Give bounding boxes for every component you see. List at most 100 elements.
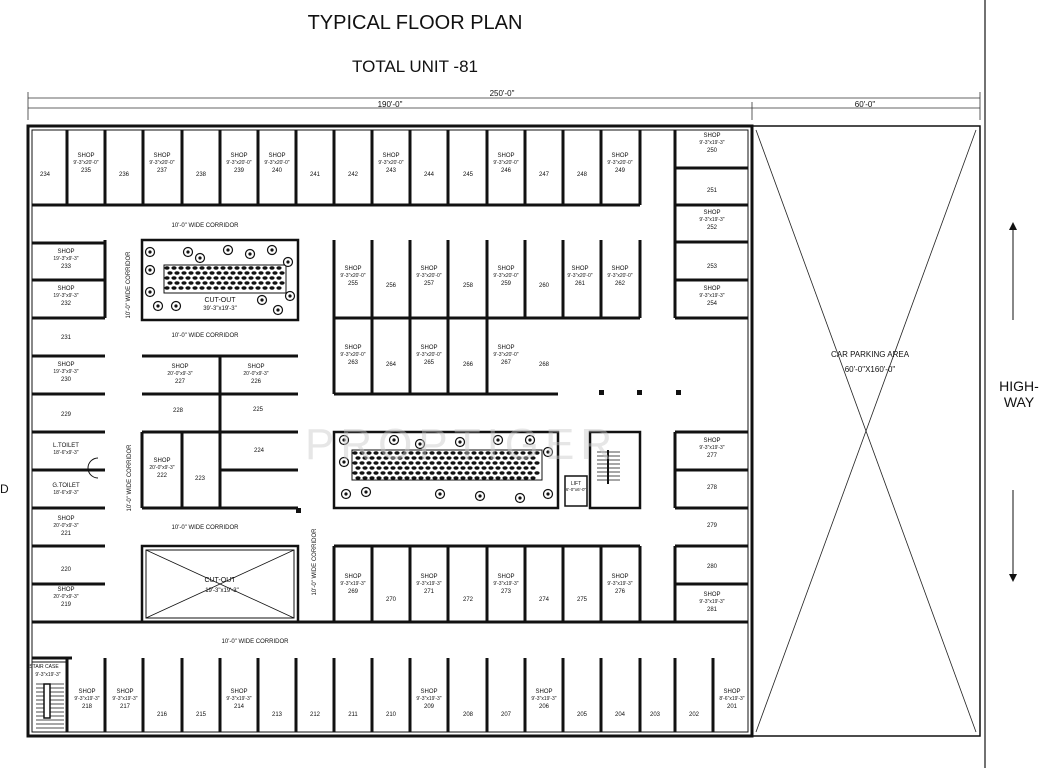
corridor-label: 10'-0" WIDE CORRIDOR [312, 528, 318, 596]
paving-stone [171, 266, 177, 270]
unit-number: 266 [463, 362, 474, 368]
unit-number: 273 [501, 589, 512, 595]
paving-stone [527, 461, 533, 465]
unit-type-label: SHOP [703, 438, 720, 444]
unit-204: 204 [615, 712, 626, 718]
shop-dividers [65, 130, 715, 732]
paving-stone [530, 466, 536, 470]
unit-number: 260 [539, 283, 550, 289]
paving-stone [376, 466, 382, 470]
corridor-label: 10'-0" WIDE CORRIDOR [172, 223, 240, 229]
paving-stone [383, 476, 389, 480]
unit-number: 272 [463, 597, 474, 603]
unit-size-label: 9'-3"x20'-0" [73, 160, 98, 166]
tree-trunk [528, 438, 532, 442]
paving-stone [192, 286, 198, 290]
unit-number: 214 [234, 704, 245, 710]
paving-stone [492, 451, 498, 455]
unit-number: 242 [348, 172, 359, 178]
paving-stone [181, 281, 187, 285]
paving-stone [181, 271, 187, 275]
tree-trunk [270, 248, 274, 252]
paving-stone [527, 451, 533, 455]
unit-size-label: 9'-3"x20'-0" [416, 352, 441, 358]
paving-stone [492, 461, 498, 465]
unit-size-label: 9'-3"x19'-3" [699, 445, 724, 451]
unit-266: 266 [463, 362, 474, 368]
paving-stone [397, 466, 403, 470]
unit-size-label: 9'-3"x19'-3" [226, 696, 251, 702]
unit-number: 267 [501, 360, 512, 366]
paving-stone [185, 286, 191, 290]
unit-number: 218 [82, 704, 93, 710]
paving-stone [457, 471, 463, 475]
paving-stone [530, 456, 536, 460]
paving-stone [418, 456, 424, 460]
toilet-door-swing [87, 457, 99, 479]
unit-type-label: SHOP [611, 153, 628, 159]
unit-number: 263 [348, 360, 359, 366]
paving-stone [380, 461, 386, 465]
paving-stone [513, 461, 519, 465]
paving-stone [227, 276, 233, 280]
unit-number: 278 [707, 485, 718, 491]
paving-stone [213, 276, 219, 280]
paving-stone [258, 281, 264, 285]
paving-stone [478, 451, 484, 455]
paving-stone [422, 471, 428, 475]
paving-stone [352, 451, 358, 455]
unit-size-label: 9'-3"x19'-3" [699, 217, 724, 223]
unit-258: 258 [463, 283, 474, 289]
paving-stone [352, 471, 358, 475]
paving-stone [383, 456, 389, 460]
paving-stone [401, 461, 407, 465]
paving-stone [474, 456, 480, 460]
paving-stone [174, 271, 180, 275]
unit-236: 236 [119, 172, 130, 178]
unit-type-label: SHOP [703, 210, 720, 216]
unit-number: 269 [348, 589, 359, 595]
paving-stone [499, 451, 505, 455]
unit-size-label: 20'-0"x9'-3" [53, 594, 78, 600]
tree-trunk [344, 492, 348, 496]
paving-stone [202, 271, 208, 275]
unit-213: 213 [272, 712, 283, 718]
unit-type-label: SHOP [57, 516, 74, 522]
paving-stone [432, 456, 438, 460]
paving-stone [411, 466, 417, 470]
unit-212: 212 [310, 712, 321, 718]
paving-stone [269, 286, 275, 290]
unit-type-label: SHOP [723, 689, 740, 695]
paving-stone [206, 286, 212, 290]
unit-type-label: SHOP [382, 153, 399, 159]
paving-stone [171, 276, 177, 280]
paving-stone [202, 281, 208, 285]
unit-number: 234 [40, 172, 51, 178]
unit-241: 241 [310, 172, 321, 178]
paving-stone [397, 456, 403, 460]
unit-number: 259 [501, 281, 512, 287]
paving-stone [390, 476, 396, 480]
unit-size-label: 9'-3"x20'-0" [416, 273, 441, 279]
paving-stone [467, 476, 473, 480]
paving-stone [471, 471, 477, 475]
paving-stone [499, 461, 505, 465]
paving-stone [387, 471, 393, 475]
unit-279: 279 [707, 523, 718, 529]
corridor-label: 10'-0" WIDE CORRIDOR [172, 333, 240, 339]
tree-trunk [156, 304, 160, 308]
paving-stone [251, 281, 257, 285]
unit-size-label: 20'-0"x9'-3" [53, 523, 78, 529]
unit-268: 268 [539, 362, 550, 368]
unit-238: 238 [196, 172, 207, 178]
paving-stone [164, 286, 170, 290]
paving-stone [520, 471, 526, 475]
paving-stone [495, 456, 501, 460]
tree-trunk [342, 460, 346, 464]
tree-trunk [438, 492, 442, 496]
